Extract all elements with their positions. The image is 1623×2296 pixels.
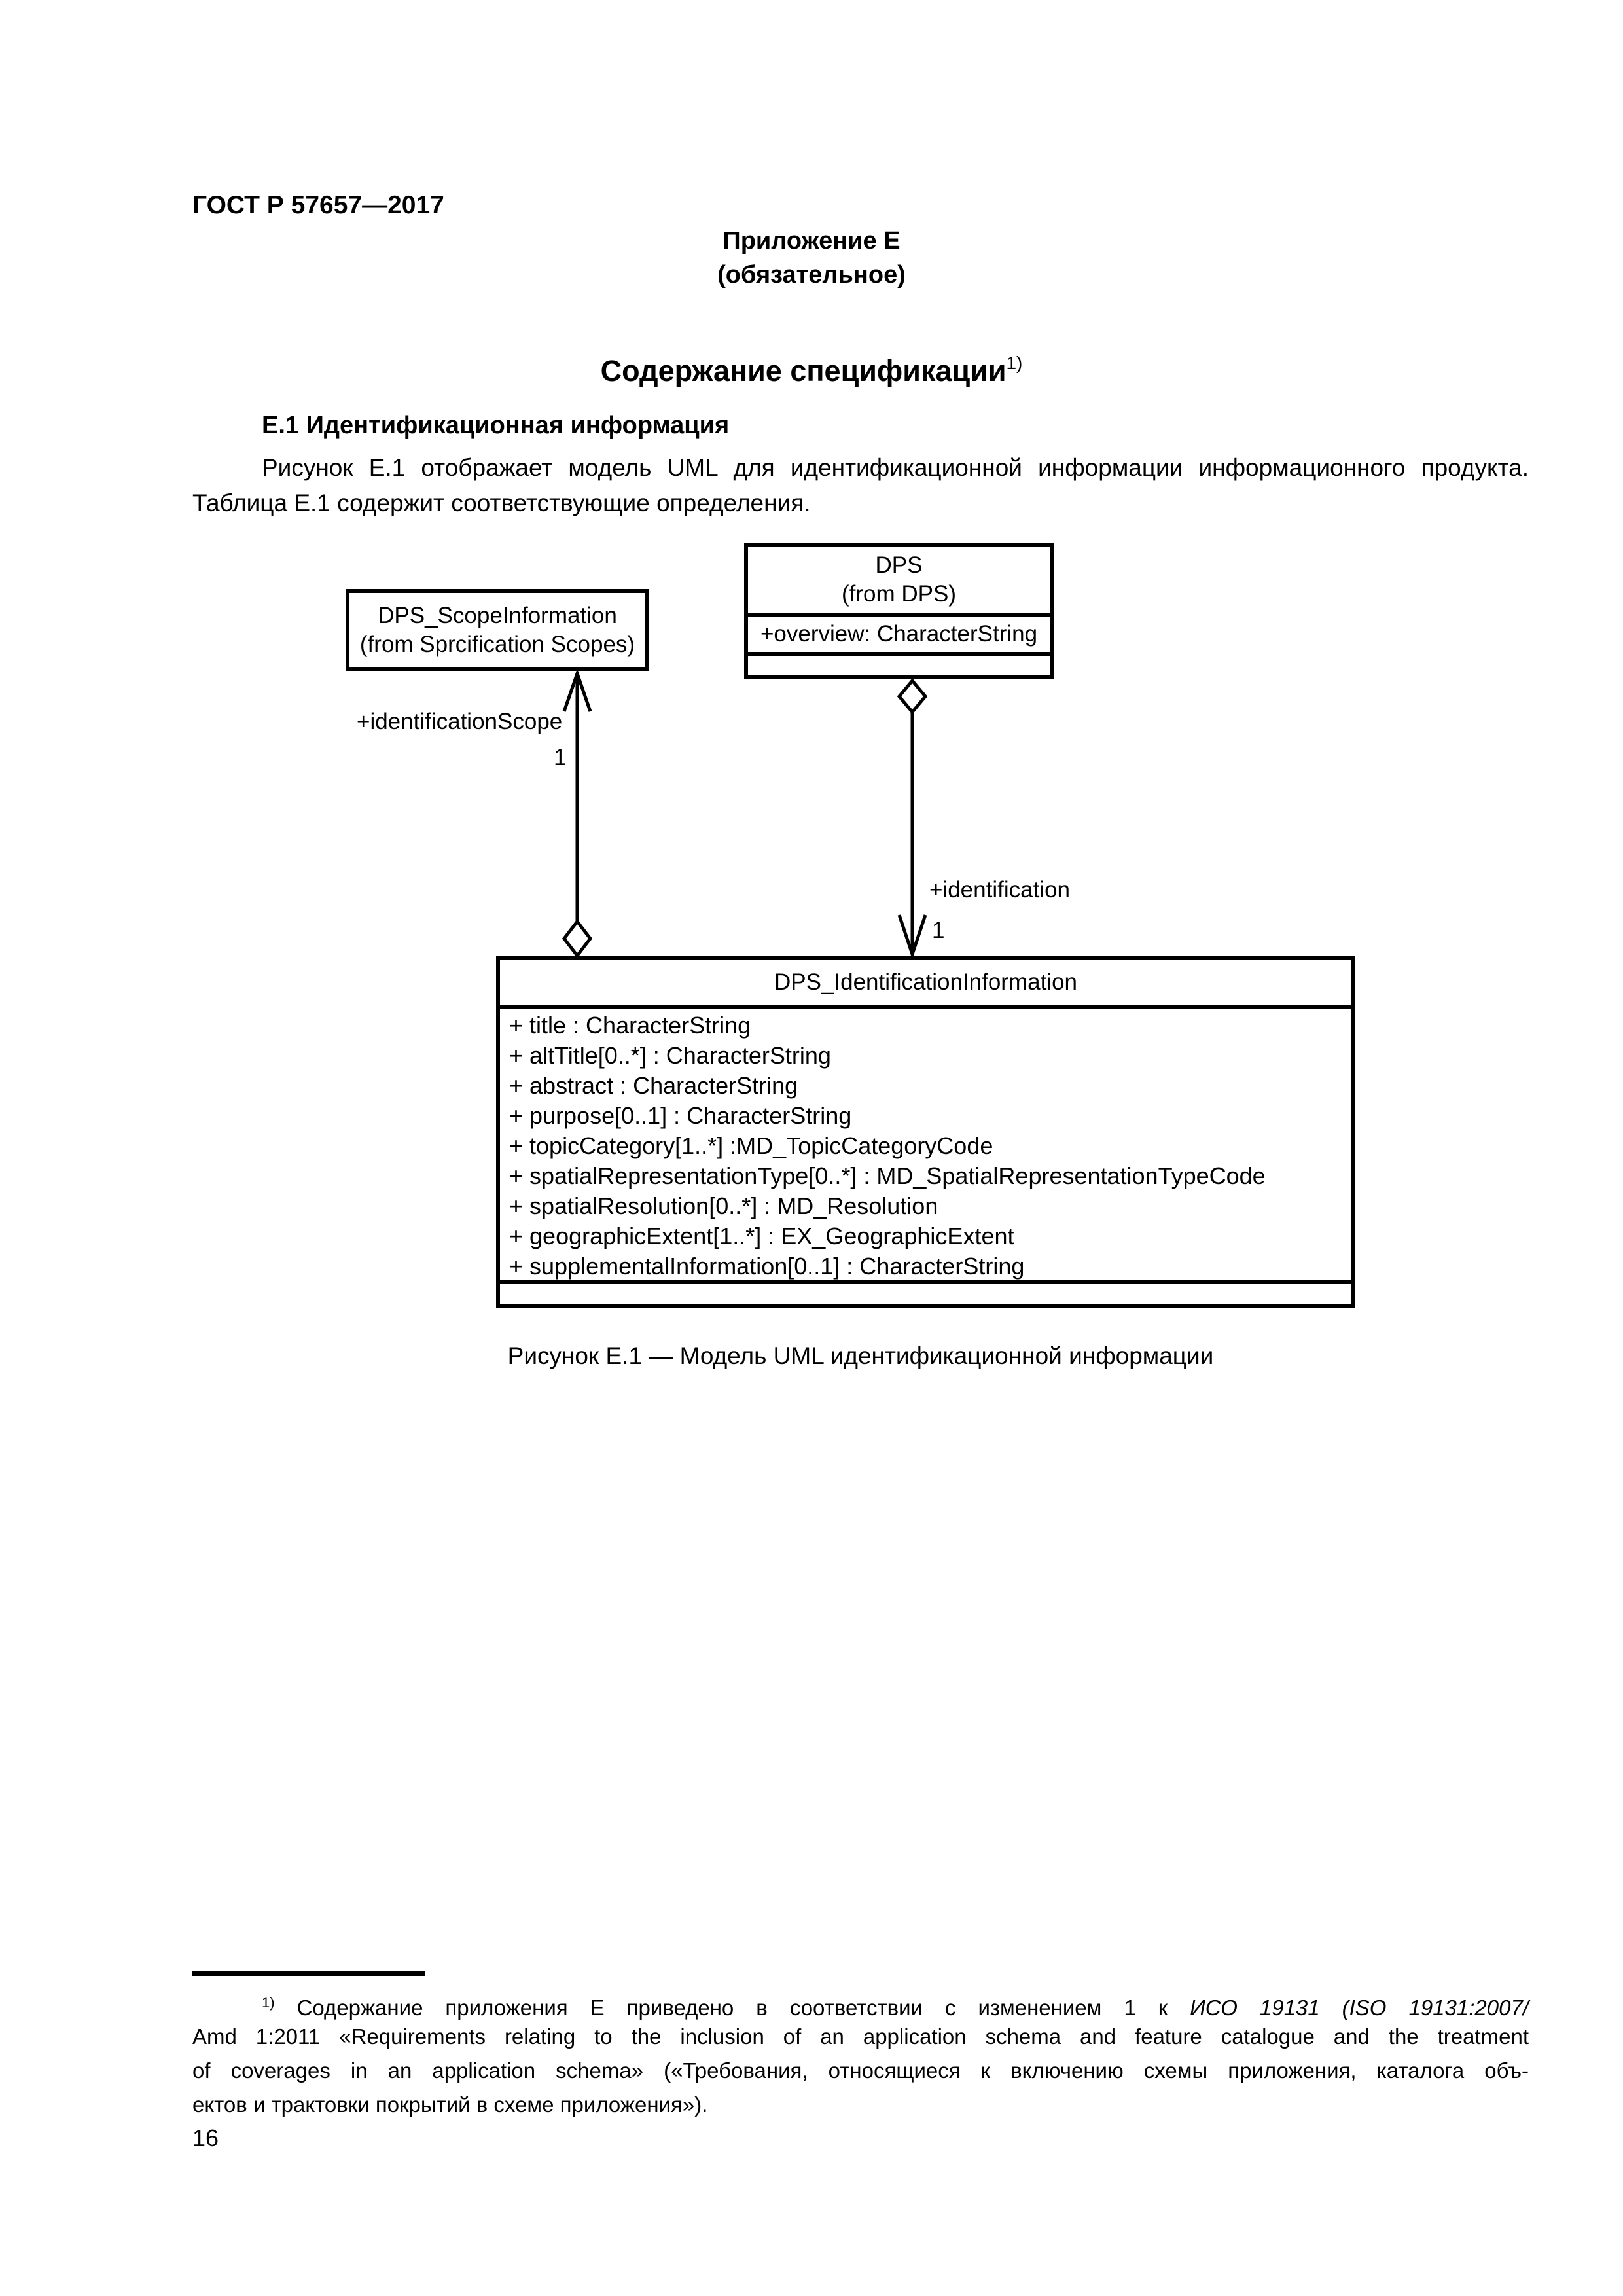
- class-name: DPS_ScopeInformation: [378, 602, 617, 628]
- attribute: + title : CharacterString: [509, 1012, 751, 1039]
- aggregation-diamond-icon: [897, 678, 928, 715]
- appendix-type: (обязательное): [717, 261, 906, 289]
- attribute: + spatialResolution[0..*] : MD_Resolutio…: [509, 1193, 938, 1219]
- footnote-line-3: of coverages in an application schema» (…: [192, 2058, 1529, 2083]
- footnote-line-4: ектов и трактовки покрытий в схеме прило…: [192, 2092, 708, 2117]
- uml-class-dps: DPS (from DPS) +overview: CharacterStrin…: [744, 543, 1054, 679]
- uml-class-identification-information-operations-empty: [500, 1280, 1351, 1304]
- attribute: + spatialRepresentationType[0..*] : MD_S…: [509, 1162, 1266, 1189]
- class-name: DPS_IdentificationInformation: [774, 969, 1078, 995]
- uml-class-identification-information: DPS_IdentificationInformation + title : …: [496, 956, 1355, 1308]
- uml-class-identification-information-attributes: + title : CharacterString + altTitle[0..…: [500, 1005, 1351, 1280]
- paragraph-line-1: Рисунок Е.1 отображает модель UML для ид…: [262, 454, 1529, 481]
- section-heading: Е.1 Идентификационная информация: [262, 412, 730, 439]
- footnote-reference-italic: ИСО 19131 (ISO 19131:2007/: [1190, 1996, 1529, 2020]
- document-title-text: Содержание спецификации: [600, 354, 1007, 387]
- appendix-label: Приложение Е: [722, 227, 901, 255]
- footnote-line-2: Amd 1:2011 «Requirements relating to the…: [192, 2024, 1529, 2049]
- uml-class-dps-title: DPS (from DPS): [748, 547, 1050, 613]
- multiplicity-identification-scope: 1: [554, 745, 567, 770]
- uml-class-dps-attributes: +overview: CharacterString: [748, 613, 1050, 652]
- role-label-identification-scope: +identificationScope: [357, 709, 563, 734]
- multiplicity-identification: 1: [932, 918, 945, 943]
- page-header: ГОСТ Р 57657—2017: [192, 191, 444, 219]
- footnote-rule: [192, 1971, 425, 1976]
- document-title: Содержание спецификации1): [0, 345, 1623, 389]
- title-footnote-marker: 1): [1006, 353, 1023, 373]
- uml-class-identification-information-title: DPS_IdentificationInformation: [500, 960, 1351, 1005]
- paragraph-line-2: Таблица Е.1 содержит соответствующие опр…: [192, 490, 811, 516]
- uml-class-scope-information: DPS_ScopeInformation (from Sprcification…: [346, 589, 649, 671]
- attribute: +overview: CharacterString: [760, 621, 1038, 647]
- association-identification-scope: [562, 668, 593, 959]
- class-stereotype: (from Sprcification Scopes): [359, 631, 635, 657]
- open-arrowhead-icon: [562, 668, 592, 712]
- role-label-identification: +identification: [929, 877, 1071, 903]
- class-stereotype: (from DPS): [842, 581, 956, 607]
- figure-caption: Рисунок Е.1 — Модель UML идентификационн…: [507, 1342, 1214, 1369]
- attribute: + topicCategory[1..*] :MD_TopicCategoryC…: [509, 1132, 993, 1159]
- uml-class-dps-operations-empty: [748, 652, 1050, 675]
- attribute: + supplementalInformation[0..1] : Charac…: [509, 1253, 1025, 1280]
- class-name: DPS: [875, 552, 923, 578]
- attribute: + geographicExtent[1..*] : EX_Geographic…: [509, 1223, 1014, 1249]
- footnote-marker: 1): [262, 1994, 275, 2011]
- association-identification: [897, 678, 928, 960]
- page-number: 16: [192, 2125, 219, 2151]
- aggregation-diamond-icon: [562, 918, 593, 959]
- footnote-line-1: 1) Содержание приложения Е приведено в с…: [192, 1988, 1529, 2022]
- footnote-text: Содержание приложения Е приведено в соот…: [274, 1996, 1190, 2020]
- attribute: + abstract : CharacterString: [509, 1072, 798, 1099]
- uml-class-scope-information-title: DPS_ScopeInformation (from Sprcification…: [349, 593, 645, 667]
- attribute: + altTitle[0..*] : CharacterString: [509, 1042, 831, 1069]
- attribute: + purpose[0..1] : CharacterString: [509, 1102, 852, 1129]
- open-arrowhead-icon: [897, 914, 927, 960]
